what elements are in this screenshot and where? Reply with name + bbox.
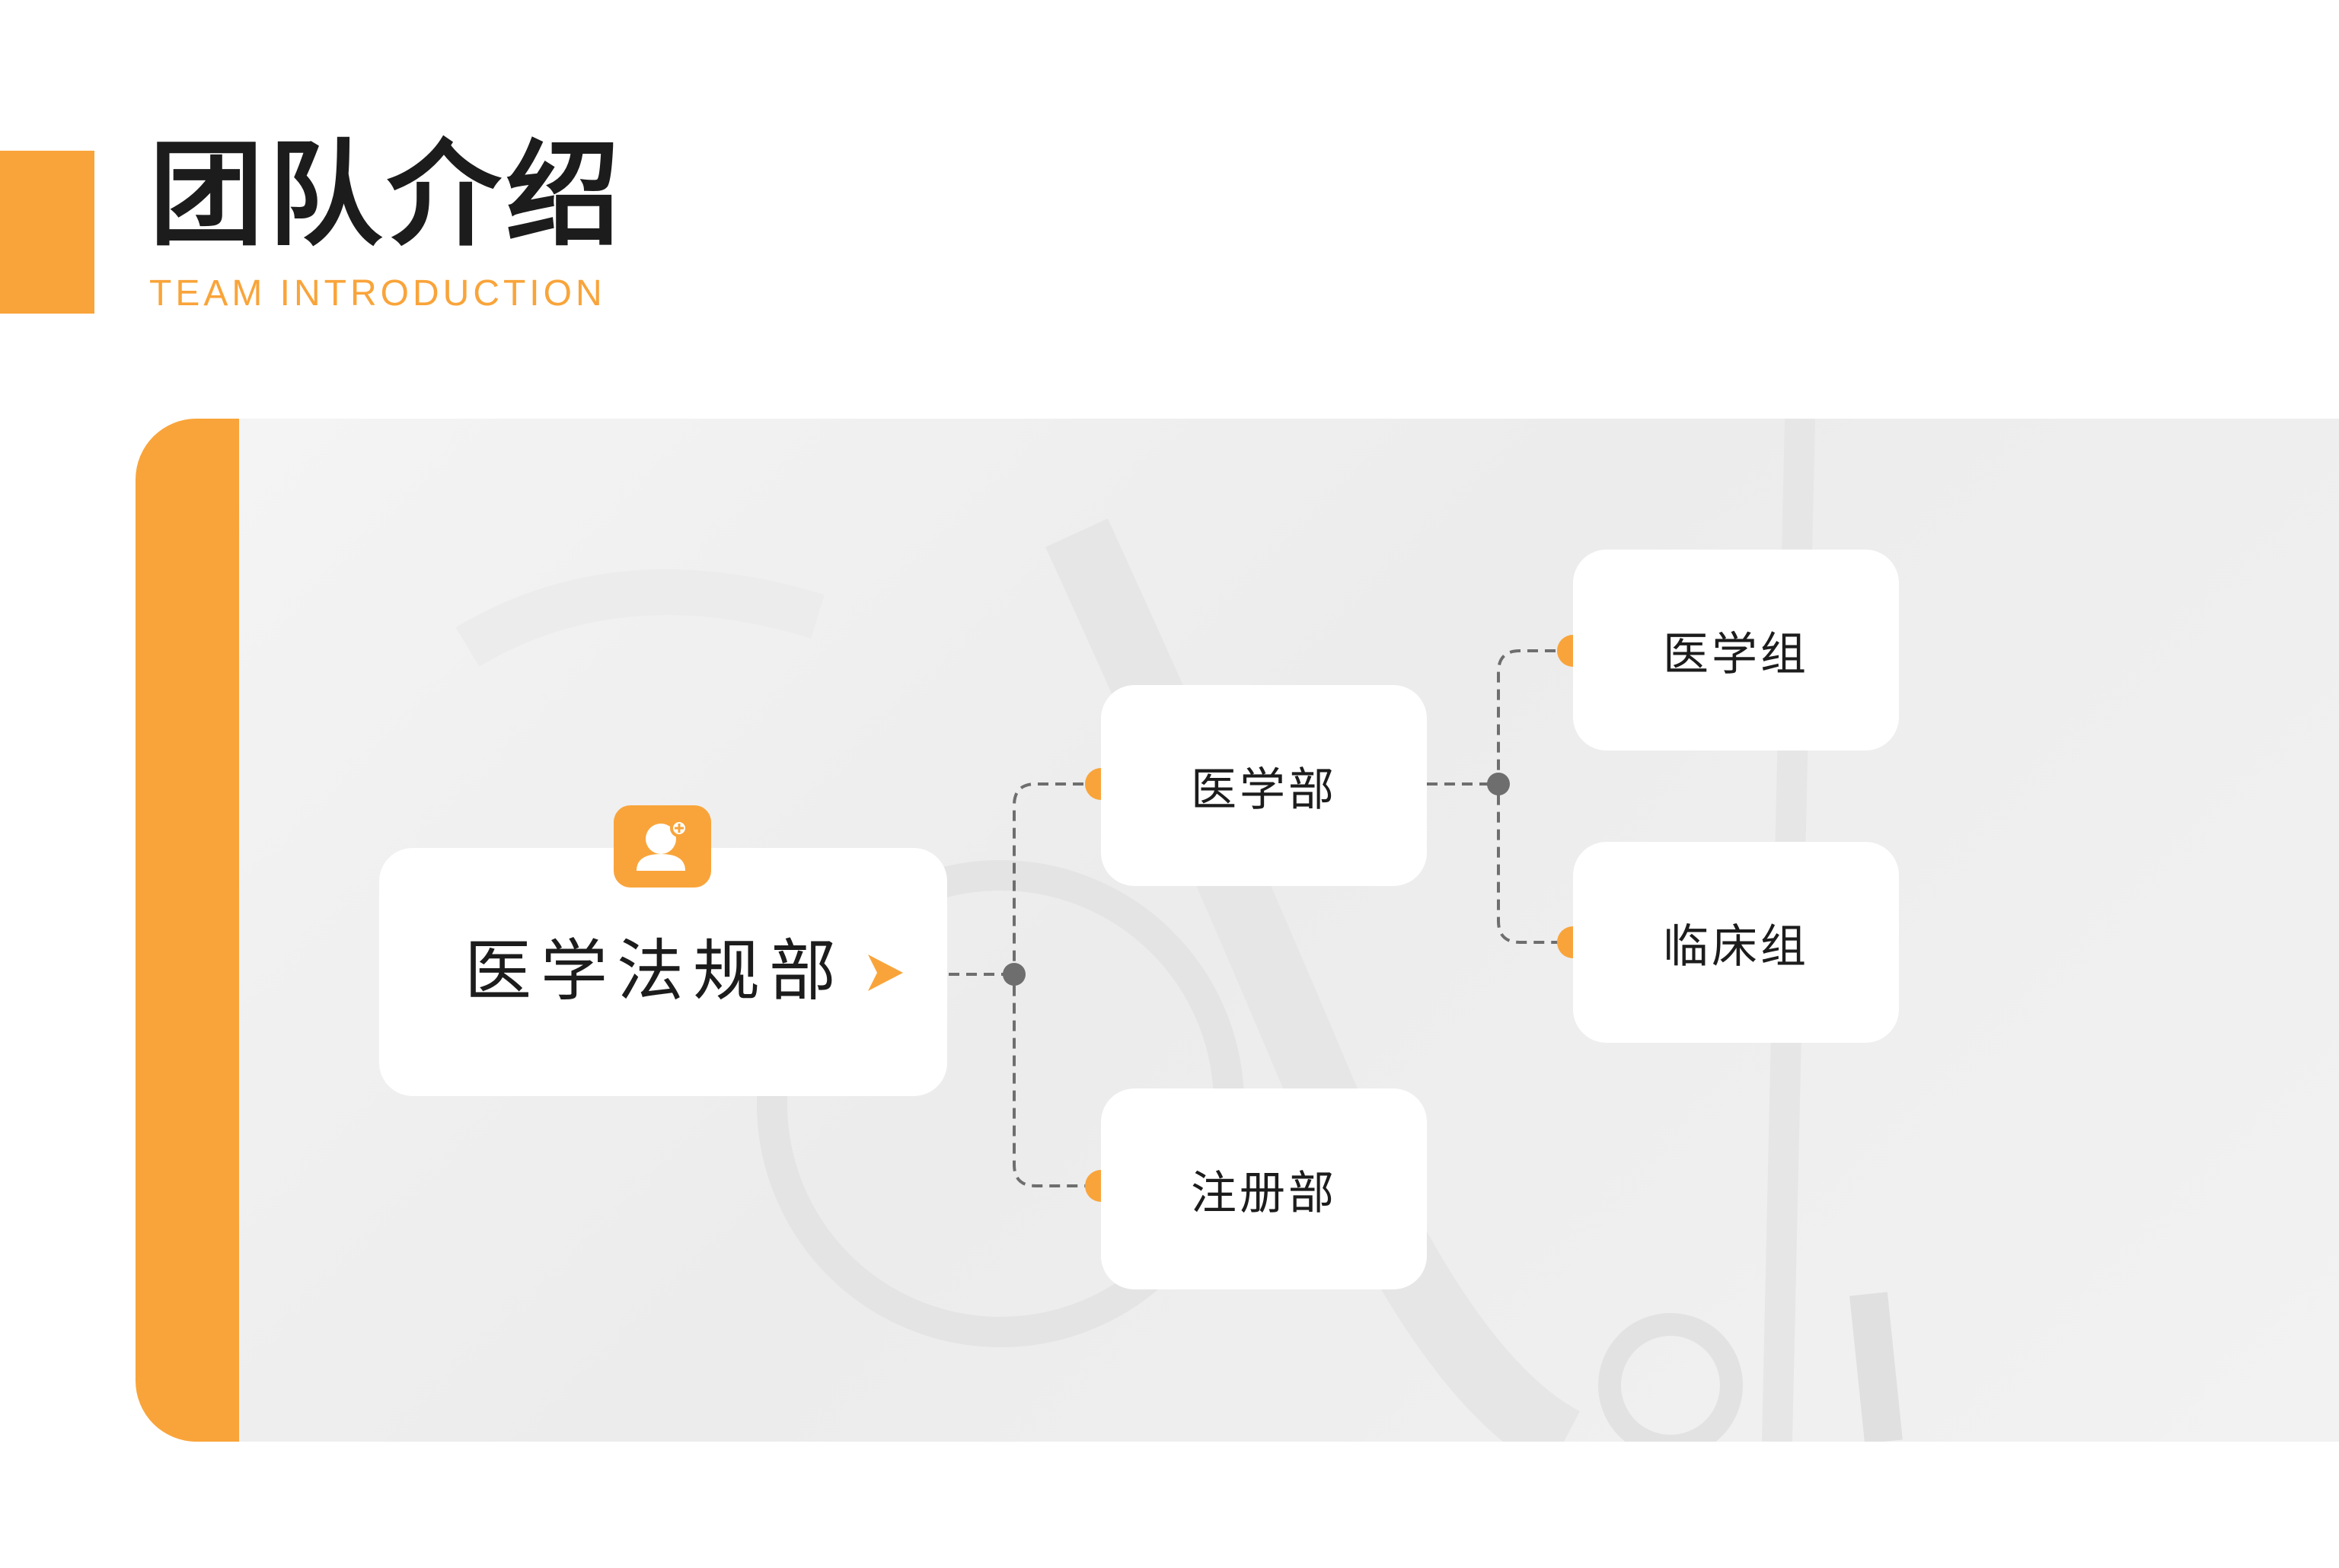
node-medical-dept: 医学部	[1101, 685, 1427, 886]
department-junction-dot	[1487, 773, 1510, 795]
node-medical-dept-label: 医学部	[1191, 763, 1337, 817]
node-clinical-group-label: 临床组	[1663, 919, 1809, 974]
page-subtitle: TEAM INTRODUCTION	[149, 273, 606, 314]
title-accent-bar	[0, 151, 94, 314]
user-badge	[614, 805, 711, 888]
page-title: 团队介绍	[149, 129, 625, 262]
node-registration-dept: 注册部	[1101, 1088, 1427, 1289]
node-registration-dept-label: 注册部	[1191, 1166, 1337, 1220]
node-clinical-group: 临床组	[1573, 842, 1899, 1043]
node-medical-group-label: 医学组	[1663, 627, 1809, 681]
node-medical-group: 医学组	[1573, 550, 1899, 751]
root-node-label: 医学法规部	[464, 932, 846, 1010]
chevron-right-icon	[868, 955, 903, 991]
user-icon	[637, 819, 688, 871]
root-junction-dot	[1003, 963, 1026, 986]
root-node: 医学法规部	[379, 848, 947, 1096]
